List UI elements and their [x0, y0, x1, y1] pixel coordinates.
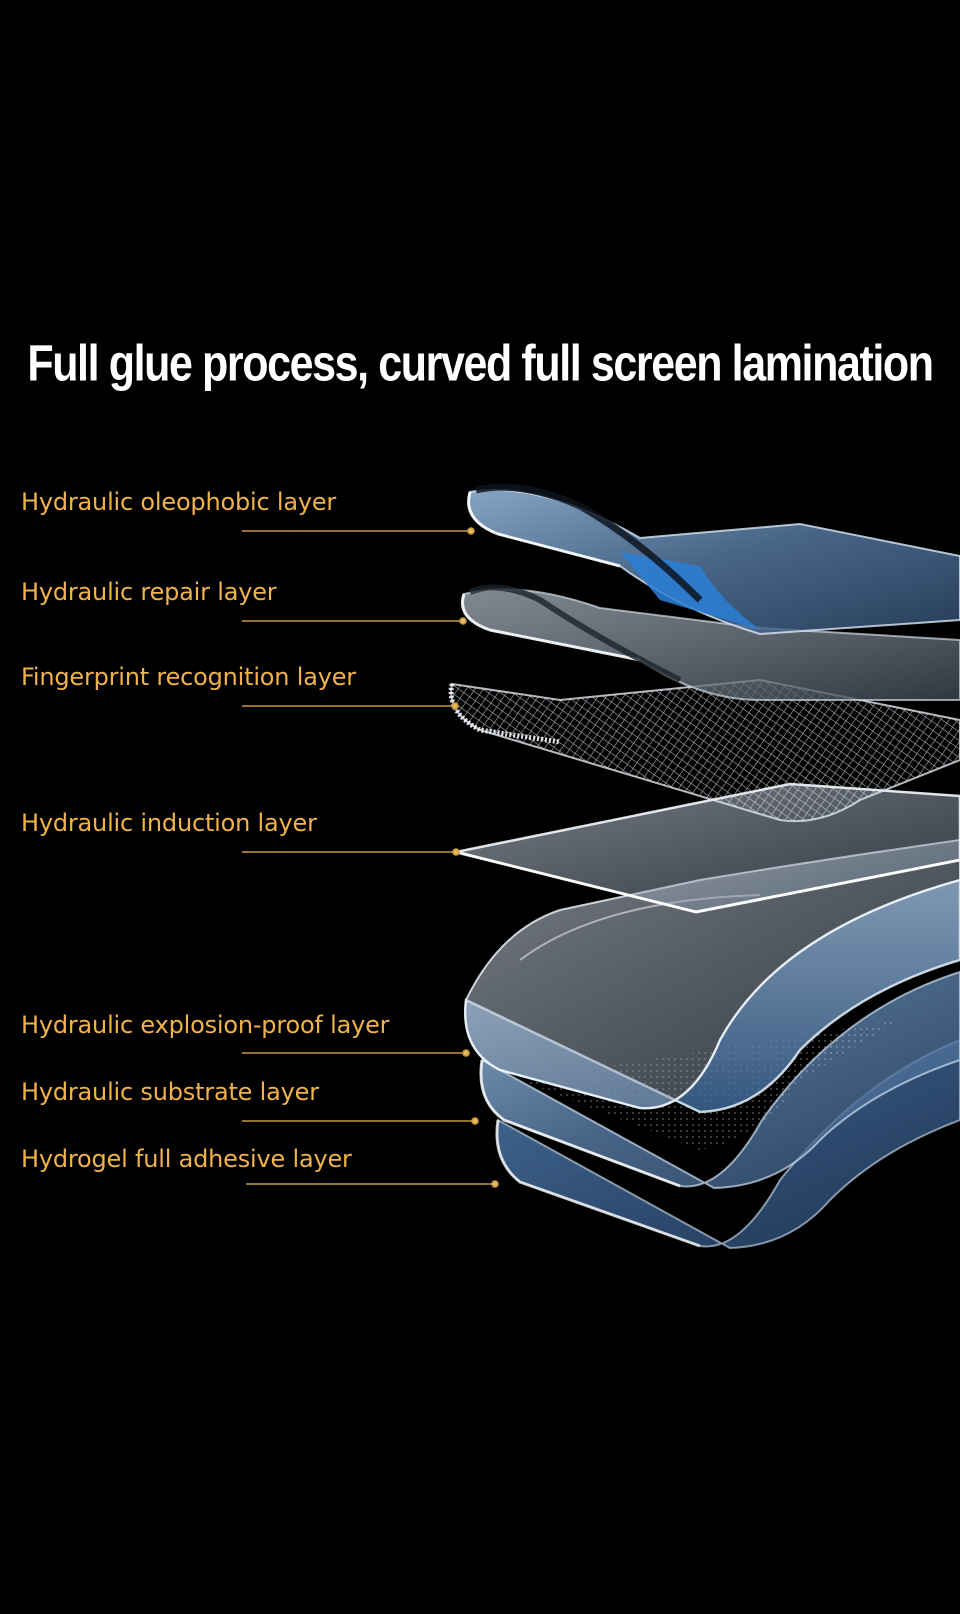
leader-dot-repair [459, 617, 467, 625]
leader-dot-fingerprint [451, 702, 459, 710]
explosion-proof-film-shape [464, 838, 960, 1114]
label-fingerprint-layer: Fingerprint recognition layer [21, 663, 356, 691]
leader-dot-induction [452, 848, 460, 856]
leader-dot-adhesive [491, 1180, 499, 1188]
headline-title: Full glue process, curved full screen la… [27, 335, 934, 393]
label-oleophobic-layer: Hydraulic oleophobic layer [21, 488, 337, 516]
label-explosion-proof-layer: Hydraulic explosion-proof layer [21, 1011, 390, 1039]
label-substrate-layer: Hydraulic substrate layer [21, 1078, 319, 1106]
label-adhesive-layer: Hydrogel full adhesive layer [21, 1145, 352, 1173]
label-induction-layer: Hydraulic induction layer [21, 809, 317, 837]
label-repair-layer: Hydraulic repair layer [21, 578, 277, 606]
repair-film-shape [461, 584, 960, 701]
leader-dot-substrate [471, 1117, 479, 1125]
oleophobic-film-shape [467, 483, 960, 636]
leader-dot-explosion-proof [462, 1049, 470, 1057]
leader-dot-oleophobic [467, 527, 475, 535]
leader-lines [242, 527, 499, 1188]
